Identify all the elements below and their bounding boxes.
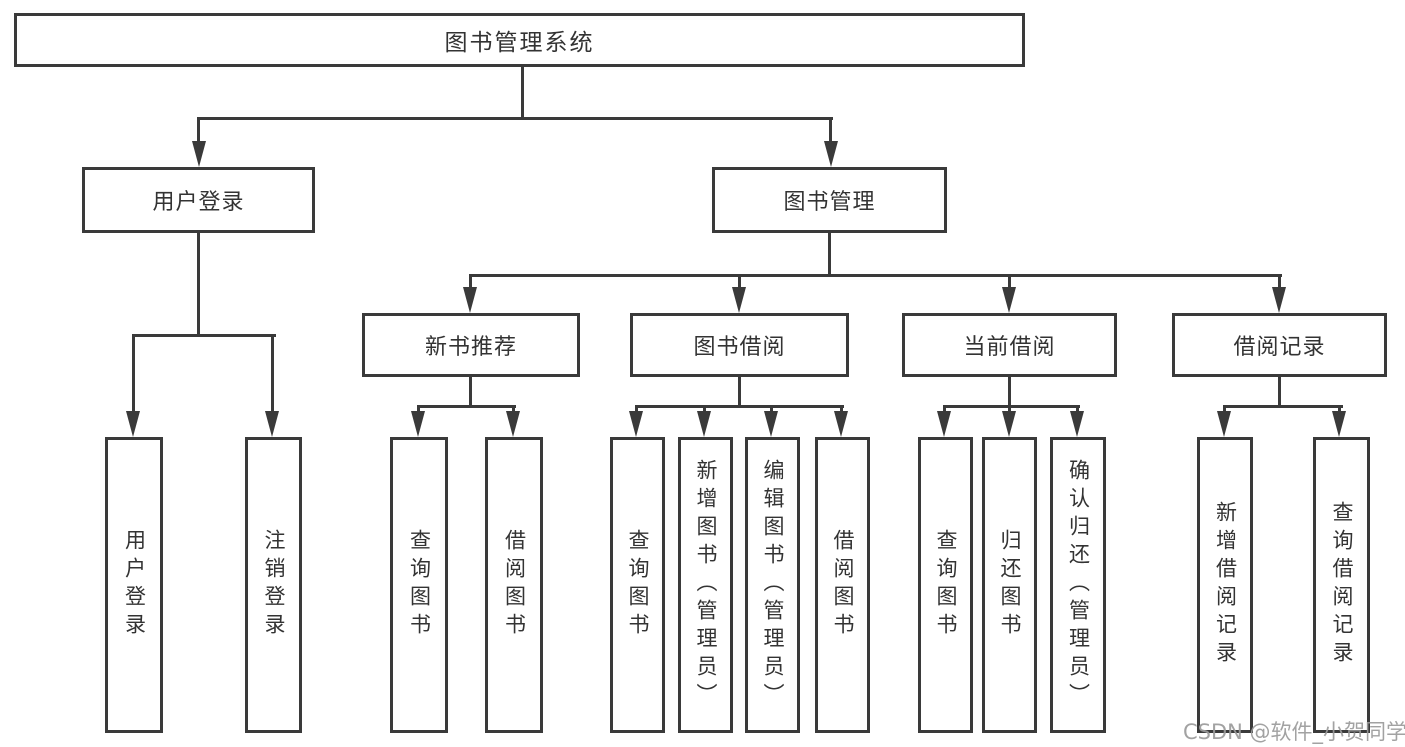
connector-drop-nb-query bbox=[417, 405, 420, 415]
connector-user-login-horizontal bbox=[132, 334, 276, 337]
arrow-borrow-records bbox=[1272, 287, 1286, 313]
node-new-book-recommend: 新书推荐 bbox=[362, 313, 580, 377]
connector-level1-horizontal bbox=[197, 117, 833, 120]
leaf-bb-edit-books-admin: 编辑图书（管理员） bbox=[745, 437, 800, 733]
arrow-book-mgmt bbox=[824, 141, 838, 167]
node-borrow-records-label: 借阅记录 bbox=[1233, 335, 1326, 360]
leaf-nb-query-books: 查询图书 bbox=[390, 437, 448, 733]
leaf-br-query-record-label: 查询借阅记录 bbox=[1330, 501, 1354, 669]
arrow-bb-query bbox=[629, 411, 643, 437]
leaf-bb-edit-books-admin-label: 编辑图书（管理员） bbox=[761, 459, 785, 711]
leaf-nb-borrow-books: 借阅图书 bbox=[485, 437, 543, 733]
connector-drop-bb-borrow bbox=[840, 405, 843, 415]
node-current-borrow-label: 当前借阅 bbox=[963, 335, 1056, 360]
leaf-bb-borrow-books-label: 借阅图书 bbox=[831, 529, 855, 641]
connector-current-borrow-stem bbox=[1008, 377, 1011, 407]
arrow-bb-borrow bbox=[834, 411, 848, 437]
connector-root-stem bbox=[521, 65, 524, 120]
leaf-cb-query-books-label: 查询图书 bbox=[934, 529, 958, 641]
node-book-borrow: 图书借阅 bbox=[630, 313, 849, 377]
node-book-borrow-label: 图书借阅 bbox=[693, 335, 786, 360]
leaf-bb-query-books: 查询图书 bbox=[610, 437, 665, 733]
leaf-cb-query-books: 查询图书 bbox=[918, 437, 973, 733]
arrow-book-borrow bbox=[732, 287, 746, 313]
watermark: CSDN @软件_小贺同学 bbox=[1183, 720, 1405, 744]
connector-drop-leaf-logout bbox=[271, 334, 274, 414]
arrow-bb-add bbox=[697, 411, 711, 437]
connector-borrow-records-stem bbox=[1278, 377, 1281, 407]
connector-drop-book-mgmt bbox=[829, 117, 832, 144]
connector-drop-cb-confirm bbox=[1076, 405, 1079, 415]
arrow-leaf-logout bbox=[265, 411, 279, 437]
arrow-user-login bbox=[192, 141, 206, 167]
leaf-br-query-record: 查询借阅记录 bbox=[1313, 437, 1370, 733]
arrow-cb-confirm bbox=[1070, 411, 1084, 437]
node-user-login-label: 用户登录 bbox=[152, 190, 245, 215]
arrow-current-borrow bbox=[1002, 287, 1016, 313]
connector-borrow-records-horizontal bbox=[1223, 405, 1343, 408]
leaf-cb-return-books: 归还图书 bbox=[982, 437, 1037, 733]
connector-book-mgmt-stem bbox=[828, 233, 831, 277]
connector-new-book-horizontal bbox=[417, 405, 516, 408]
arrow-cb-query bbox=[937, 411, 951, 437]
arrow-new-book bbox=[463, 287, 477, 313]
arrow-bb-edit bbox=[764, 411, 778, 437]
leaf-cb-return-books-label: 归还图书 bbox=[998, 529, 1022, 641]
leaf-user-login: 用户登录 bbox=[105, 437, 163, 733]
connector-drop-borrow-records bbox=[1278, 274, 1281, 290]
arrow-cb-return bbox=[1002, 411, 1016, 437]
leaf-logout: 注销登录 bbox=[245, 437, 302, 733]
node-root: 图书管理系统 bbox=[14, 13, 1025, 67]
connector-level2-horizontal bbox=[469, 274, 1282, 277]
node-current-borrow: 当前借阅 bbox=[902, 313, 1117, 377]
connector-drop-br-query bbox=[1338, 405, 1341, 415]
connector-drop-cb-return bbox=[1008, 405, 1011, 415]
leaf-user-login-label: 用户登录 bbox=[122, 529, 147, 641]
connector-drop-book-borrow bbox=[738, 274, 741, 290]
connector-drop-bb-add bbox=[703, 405, 706, 415]
leaf-bb-add-books-admin: 新增图书（管理员） bbox=[678, 437, 733, 733]
connector-drop-bb-query bbox=[635, 405, 638, 415]
node-new-book-recommend-label: 新书推荐 bbox=[424, 335, 517, 360]
leaf-br-add-record-label: 新增借阅记录 bbox=[1213, 501, 1238, 669]
leaf-cb-confirm-return-admin: 确认归还（管理员） bbox=[1050, 437, 1106, 733]
connector-drop-user-login bbox=[197, 117, 200, 144]
leaf-bb-borrow-books: 借阅图书 bbox=[815, 437, 870, 733]
leaf-nb-borrow-books-label: 借阅图书 bbox=[502, 529, 527, 641]
leaf-bb-query-books-label: 查询图书 bbox=[626, 529, 650, 641]
connector-current-borrow-horizontal bbox=[943, 405, 1080, 408]
leaf-bb-add-books-admin-label: 新增图书（管理员） bbox=[694, 459, 718, 711]
connector-drop-br-add bbox=[1223, 405, 1226, 415]
leaf-cb-confirm-return-admin-label: 确认归还（管理员） bbox=[1066, 459, 1091, 711]
node-borrow-records: 借阅记录 bbox=[1172, 313, 1387, 377]
node-root-label: 图书管理系统 bbox=[444, 30, 595, 56]
node-book-management-label: 图书管理 bbox=[783, 190, 876, 215]
node-book-management: 图书管理 bbox=[712, 167, 947, 233]
arrow-br-query bbox=[1332, 411, 1346, 437]
arrow-nb-borrow bbox=[506, 411, 520, 437]
arrow-br-add bbox=[1217, 411, 1231, 437]
connector-drop-new-book bbox=[469, 274, 472, 290]
connector-drop-nb-borrow bbox=[512, 405, 515, 415]
connector-book-borrow-horizontal bbox=[635, 405, 844, 408]
connector-user-login-stem bbox=[197, 233, 200, 336]
node-user-login: 用户登录 bbox=[82, 167, 315, 233]
leaf-logout-label: 注销登录 bbox=[262, 529, 286, 641]
leaf-br-add-record: 新增借阅记录 bbox=[1197, 437, 1253, 733]
connector-drop-current-borrow bbox=[1008, 274, 1011, 290]
arrow-nb-query bbox=[411, 411, 425, 437]
arrow-leaf-user-login bbox=[126, 411, 140, 437]
connector-new-book-stem bbox=[469, 377, 472, 407]
connector-book-borrow-stem bbox=[738, 377, 741, 407]
connector-drop-leaf-user-login bbox=[132, 334, 135, 414]
connector-drop-cb-query bbox=[943, 405, 946, 415]
leaf-nb-query-books-label: 查询图书 bbox=[407, 529, 432, 641]
connector-drop-bb-edit bbox=[770, 405, 773, 415]
